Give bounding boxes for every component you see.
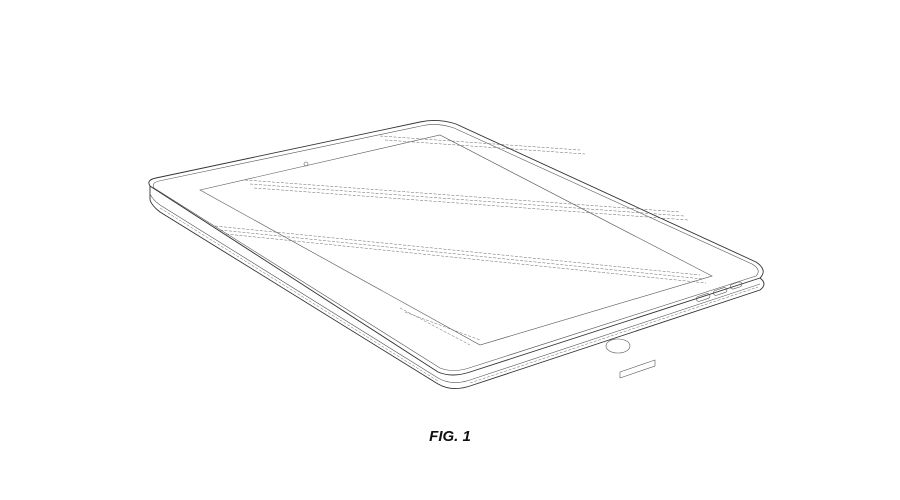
side-ports	[696, 281, 743, 302]
dock-connector-port	[619, 359, 656, 379]
camera-icon	[303, 161, 309, 167]
figure-label: FIG. 1	[429, 428, 471, 445]
tablet-body	[148, 119, 765, 389]
screen	[199, 134, 713, 346]
home-button	[605, 338, 631, 354]
